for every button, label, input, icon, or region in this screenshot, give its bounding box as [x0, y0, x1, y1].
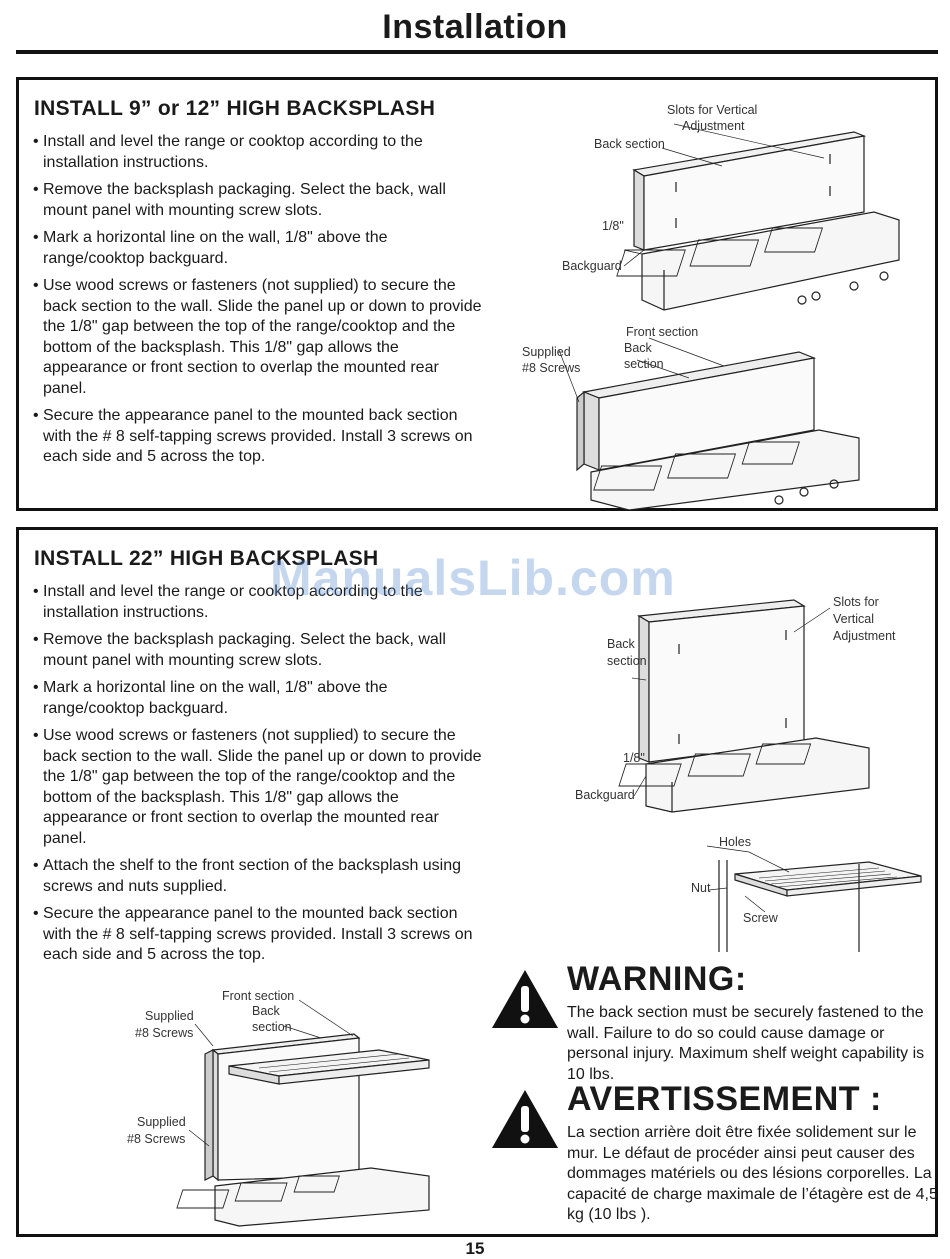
avertissement-block: AVERTISSEMENT : La section arrière doit … — [487, 1080, 938, 1230]
warning-triangle-icon — [492, 970, 558, 1028]
label-slots: Slots for Vertical — [667, 103, 757, 117]
avertissement-text: La section arrière doit être fixée solid… — [567, 1124, 938, 1223]
label-screws-side: #8 Screws — [127, 1132, 185, 1146]
tall-back-section-illustration: Slots for Vertical Adjustment Back secti… — [575, 595, 896, 813]
instruction-list: Install and level the range or cooktop a… — [33, 582, 483, 973]
avertissement-title: AVERTISSEMENT : — [567, 1080, 882, 1118]
label-section: section — [252, 1020, 292, 1034]
label-front-section: Front section — [626, 325, 698, 339]
page-title: Installation — [382, 8, 568, 46]
list-item: Attach the shelf to the front section of… — [33, 856, 483, 897]
list-item: Mark a horizontal line on the wall, 1/8"… — [33, 678, 483, 719]
back-section-illustration: Slots for Vertical Adjustment Back secti… — [562, 103, 900, 311]
section-panel-22-inch: INSTALL 22” HIGH BACKSPLASH Install and … — [16, 527, 938, 1237]
front-section-illustration: Front section Back section Supplied #8 S… — [522, 325, 860, 511]
warning-triangle-icon — [492, 1090, 558, 1148]
warning-block: WARNING: The back section must be secure… — [487, 960, 937, 1110]
label-slots: Slots for — [833, 595, 879, 609]
list-item: Install and level the range or cooktop a… — [33, 582, 483, 623]
title-divider — [16, 50, 938, 54]
label-adjustment: Adjustment — [682, 119, 745, 133]
label-section: section — [607, 654, 647, 668]
label-gap: 1/8" — [602, 219, 624, 233]
label-back: Back — [607, 637, 636, 651]
list-item: Remove the backsplash packaging. Select … — [33, 630, 483, 671]
warning-text: The back section must be securely fasten… — [567, 1004, 925, 1083]
label-screws-top: #8 Screws — [135, 1026, 193, 1040]
label-back: Back — [252, 1004, 281, 1018]
label-supplied: Supplied — [522, 345, 571, 359]
label-front-section: Front section — [222, 989, 294, 1003]
list-item: Secure the appearance panel to the mount… — [33, 904, 483, 966]
label-supplied-side: Supplied — [137, 1115, 186, 1129]
label-backguard: Backguard — [562, 259, 622, 273]
list-item: Use wood screws or fasteners (not suppli… — [33, 726, 483, 849]
list-item: Remove the backsplash packaging. Select … — [33, 180, 483, 221]
list-item: Install and level the range or cooktop a… — [33, 132, 483, 173]
label-section: section — [624, 357, 664, 371]
shelf-detail-illustration: Holes Nut Screw — [691, 835, 922, 952]
list-item: Secure the appearance panel to the mount… — [33, 406, 483, 468]
section-heading: INSTALL 9” or 12” HIGH BACKSPLASH — [34, 97, 436, 120]
section-panel-9-12-inch: INSTALL 9” or 12” HIGH BACKSPLASH Instal… — [16, 77, 938, 511]
label-nut: Nut — [691, 881, 711, 895]
watermark: ManualsLib.com — [270, 550, 676, 606]
label-screws: #8 Screws — [522, 361, 580, 375]
label-vertical: Vertical — [833, 612, 874, 626]
list-item: Use wood screws or fasteners (not suppli… — [33, 276, 483, 399]
label-back: Back — [624, 341, 653, 355]
section-heading: INSTALL 22” HIGH BACKSPLASH — [34, 547, 379, 570]
label-adjustment: Adjustment — [833, 629, 896, 643]
warning-title: WARNING: — [567, 960, 747, 998]
instruction-list: Install and level the range or cooktop a… — [33, 132, 483, 475]
label-gap: 1/8" — [623, 751, 645, 765]
list-item: Mark a horizontal line on the wall, 1/8"… — [33, 228, 483, 269]
label-holes: Holes — [719, 835, 751, 849]
assembled-backsplash-illustration: Front section Back section Supplied #8 S… — [127, 989, 430, 1227]
label-back-section: Back section — [594, 137, 665, 151]
page-number: 15 — [465, 1239, 485, 1258]
label-screw: Screw — [743, 911, 779, 925]
label-supplied-top: Supplied — [145, 1009, 194, 1023]
label-backguard: Backguard — [575, 788, 635, 802]
